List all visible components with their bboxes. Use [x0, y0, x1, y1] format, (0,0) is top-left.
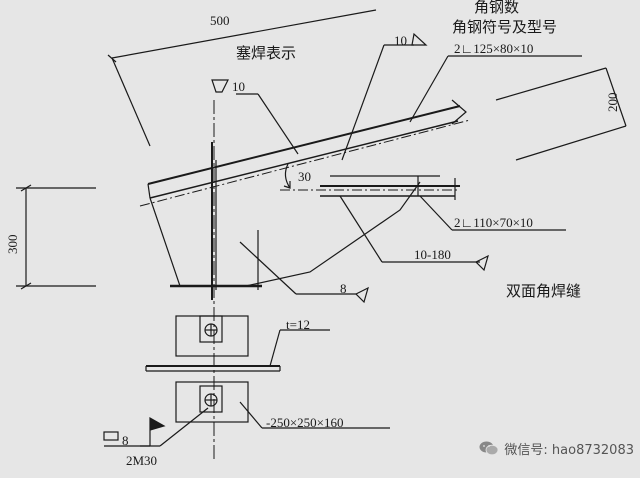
weld-10-180-label: 10-180 [414, 247, 451, 262]
weld-10-symbol [411, 32, 428, 46]
watermark-text: 微信号: hao8732083 [504, 443, 634, 458]
weld-8-symbol [354, 286, 369, 304]
leader-plate [239, 401, 263, 429]
angle-30-label: 30 [298, 169, 311, 184]
plug-weld-label: 塞焊表示 [236, 44, 297, 62]
weld-8-bottom-box [103, 431, 119, 441]
dim-500-label: 500 [210, 13, 230, 28]
leader-10 [341, 44, 385, 161]
angle-main-label: 2∟125×80×10 [454, 41, 534, 56]
gusset-plate [149, 181, 421, 287]
angle-sub-label: 2∟110×70×10 [454, 215, 533, 230]
plug-weld-symbol [211, 79, 229, 93]
bolt-block-bottom [199, 385, 223, 413]
thickness-label: t=12 [286, 317, 310, 332]
lower-plate [175, 381, 249, 423]
double-fillet-label: 双面角焊缝 [506, 282, 582, 300]
main-angle-bottom [149, 120, 459, 199]
bolt-label: 2M30 [126, 453, 158, 468]
weld-10-a-label: 10 [232, 79, 245, 94]
field-weld-flag [149, 416, 166, 446]
weld-10-180-symbol [474, 254, 489, 272]
leader-8 [239, 241, 297, 295]
dim-500-line [111, 9, 377, 59]
angle-symbol-label: 角钢符号及型号 [452, 18, 558, 36]
weld-8-label: 8 [340, 281, 347, 296]
main-angle-top [147, 105, 461, 185]
leader-plug [257, 93, 299, 155]
bolt-block-top [199, 315, 223, 343]
leader-main [409, 55, 449, 123]
leader-10-180 [339, 195, 383, 263]
wechat-icon [479, 441, 499, 456]
dim-200-line [605, 67, 627, 127]
dim-500-ext-left [111, 57, 151, 147]
weld-8-bottom-label: 8 [122, 433, 129, 448]
watermark: 微信号: hao8732083 [479, 439, 634, 458]
dim-200-label: 200 [605, 92, 620, 113]
dim-300-label: 300 [5, 234, 20, 255]
plate-label: -250×250×160 [266, 415, 344, 430]
leader-t12 [269, 329, 281, 367]
angle-count-label: 角钢数 [474, 0, 520, 16]
center-line [139, 119, 471, 207]
leader-bolt [159, 407, 209, 447]
leader-sub [419, 195, 453, 231]
weld-10-b-label: 10 [394, 33, 407, 48]
angle-arc [284, 163, 291, 189]
